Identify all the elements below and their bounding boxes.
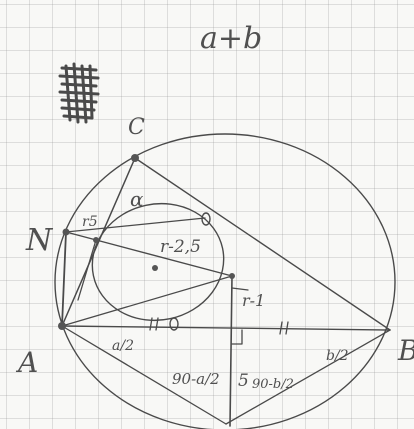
line-A-bottom: [61, 325, 227, 425]
line-B-bottom: [225, 329, 391, 425]
label-r-2-5: r-2,5: [160, 237, 201, 257]
vertex-A: [58, 322, 66, 330]
side-CB: [134, 157, 391, 331]
label-alpha: α: [130, 187, 144, 211]
line-N-inner: [77, 239, 97, 301]
label-a-half: a/2: [112, 338, 134, 354]
point-inner: [93, 237, 99, 243]
vertex-C: [131, 154, 139, 162]
tangent-point-top: [201, 212, 211, 226]
tick-mark-right: [279, 321, 289, 335]
label-b-half: b/2: [326, 348, 349, 364]
tangent-point-base: [169, 317, 179, 331]
label-A: A: [15, 346, 38, 379]
line-A-mid: [61, 275, 233, 327]
label-B: B: [397, 334, 414, 367]
chord-N-A: [61, 231, 67, 327]
scribble-blot: [58, 62, 100, 124]
perpendicular-line: [229, 275, 233, 427]
label-90-b-half: 90-b/2: [252, 377, 294, 392]
incenter-dot: [152, 265, 158, 271]
label-five: 5: [238, 371, 249, 391]
label-90-a-half: 90-a/2: [172, 370, 220, 388]
circumcircle: [54, 133, 396, 429]
vertex-N: [62, 228, 70, 236]
title-label: a+b: [200, 21, 262, 56]
tick-mark-left: [149, 317, 159, 331]
label-N: N: [25, 223, 54, 258]
side-AB: [61, 325, 391, 331]
right-angle-mark: [231, 329, 243, 345]
incircle: [91, 202, 225, 322]
r-1-bracket: [231, 287, 249, 291]
label-r5: r5: [82, 214, 98, 230]
side-AC: [61, 157, 136, 327]
chord-N-top: [65, 217, 206, 233]
label-C: C: [128, 115, 145, 140]
label-r-1: r-1: [242, 291, 265, 310]
chord-N-incircle: [65, 231, 233, 277]
point-mid: [229, 273, 235, 279]
